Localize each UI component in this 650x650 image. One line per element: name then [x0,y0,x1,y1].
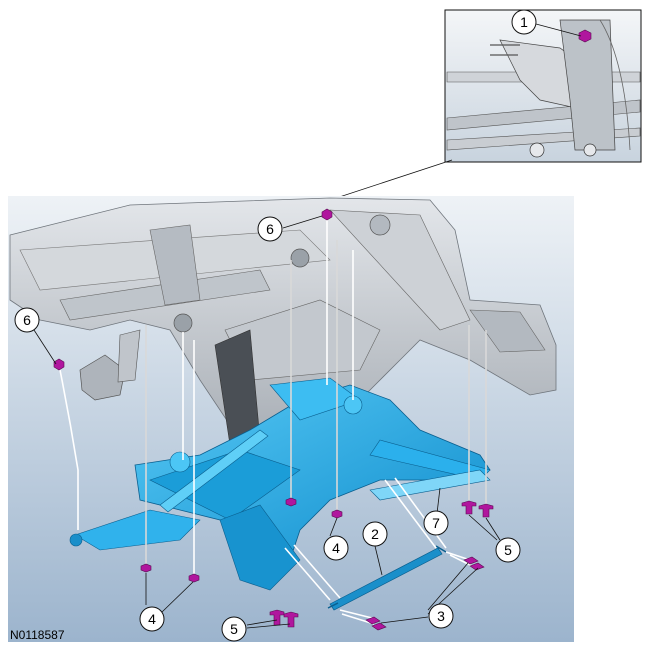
bolt-3-b [469,562,485,571]
callout-4-lower-label: 4 [148,611,156,627]
main-exploded-view [8,196,574,642]
inset-detail-view [444,9,642,163]
vehicle-frame [9,197,557,446]
bolt-5-c [269,609,285,626]
callout-5-bottom: 5 [221,616,247,642]
bolt-4-a [140,563,152,573]
callout-4-middle: 4 [323,535,349,561]
callout-1: 1 [511,9,537,35]
callout-6-upper: 6 [257,216,283,242]
callout-1-label: 1 [520,14,528,30]
crossmember-item-7 [369,469,491,501]
callout-2-label: 2 [371,526,379,542]
fasteners [53,208,494,631]
brace-item-2 [329,547,443,611]
bolt-3-d [371,622,387,631]
leader-lines [33,23,582,629]
bolt-6-left [53,358,65,371]
callout-5-bottom-label: 5 [230,621,238,637]
callout-5-right-label: 5 [504,542,512,558]
callout-3-label: 3 [437,608,445,624]
bolt-4-c [285,497,297,507]
bolt-5-d [283,611,299,628]
bolt-3-c [365,616,381,625]
bolt-5-a [461,500,477,515]
callout-4-middle-label: 4 [332,540,340,556]
callout-7-label: 7 [432,515,440,531]
callout-5-right: 5 [495,537,521,563]
callout-6-left: 6 [14,307,40,333]
bolt-5-b [478,503,494,518]
callout-4-lower: 4 [139,606,165,632]
bolt-6-upper [321,208,333,221]
figure-id: N0118587 [10,628,65,642]
callout-6-upper-label: 6 [266,221,274,237]
bolt-4-b [188,573,200,583]
bolt-4-d [331,509,343,519]
bolt-3-a [463,556,479,565]
callout-3: 3 [428,603,454,629]
callout-bubbles: 1 6 6 2 7 4 4 5 [14,9,537,642]
inset-bolt-1 [578,29,592,43]
callout-7: 7 [423,510,449,536]
callout-6-left-label: 6 [23,312,31,328]
callout-2: 2 [362,521,388,547]
